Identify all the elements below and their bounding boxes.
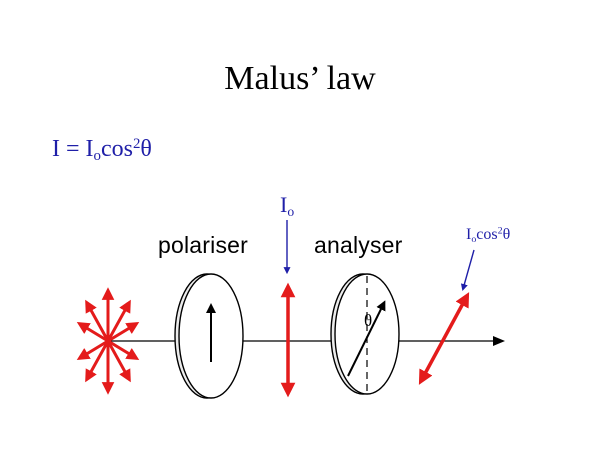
polariser-label: polariser bbox=[158, 232, 249, 258]
analyser-label: analyser bbox=[314, 232, 403, 258]
incident-intensity-label: Io bbox=[280, 192, 294, 218]
analyser-axis-arrow bbox=[347, 300, 386, 377]
output-intensity-variable: θ bbox=[502, 226, 511, 243]
formula-lhs: I = I bbox=[52, 136, 94, 162]
incident-intensity-base: I bbox=[280, 192, 288, 217]
output-intensity-subscript: o bbox=[471, 233, 477, 245]
output-intensity-base: I bbox=[466, 226, 472, 243]
formula-superscript: 2 bbox=[132, 135, 141, 152]
incident-intensity-subscript: o bbox=[287, 203, 295, 219]
formula-subscript: o bbox=[93, 148, 101, 165]
analyser-disc bbox=[330, 273, 400, 395]
unpolarised-light-icon bbox=[76, 287, 140, 395]
angle-label: θ bbox=[364, 311, 373, 330]
malus-formula: I = Iocos2θ bbox=[52, 135, 152, 165]
optical-axis-arrowhead bbox=[493, 336, 505, 346]
formula-variable: θ bbox=[140, 136, 152, 162]
tilted-polarisation-arrow bbox=[418, 292, 470, 385]
output-intensity-function: cos bbox=[476, 226, 498, 243]
slide-title: Malus’ law bbox=[224, 60, 376, 97]
output-intensity-label: Iocos2θ bbox=[466, 226, 510, 244]
polariser-disc bbox=[174, 273, 244, 399]
output-intensity-pointer bbox=[460, 249, 475, 292]
formula-function: cos bbox=[100, 136, 133, 162]
output-intensity-superscript: 2 bbox=[497, 225, 503, 237]
